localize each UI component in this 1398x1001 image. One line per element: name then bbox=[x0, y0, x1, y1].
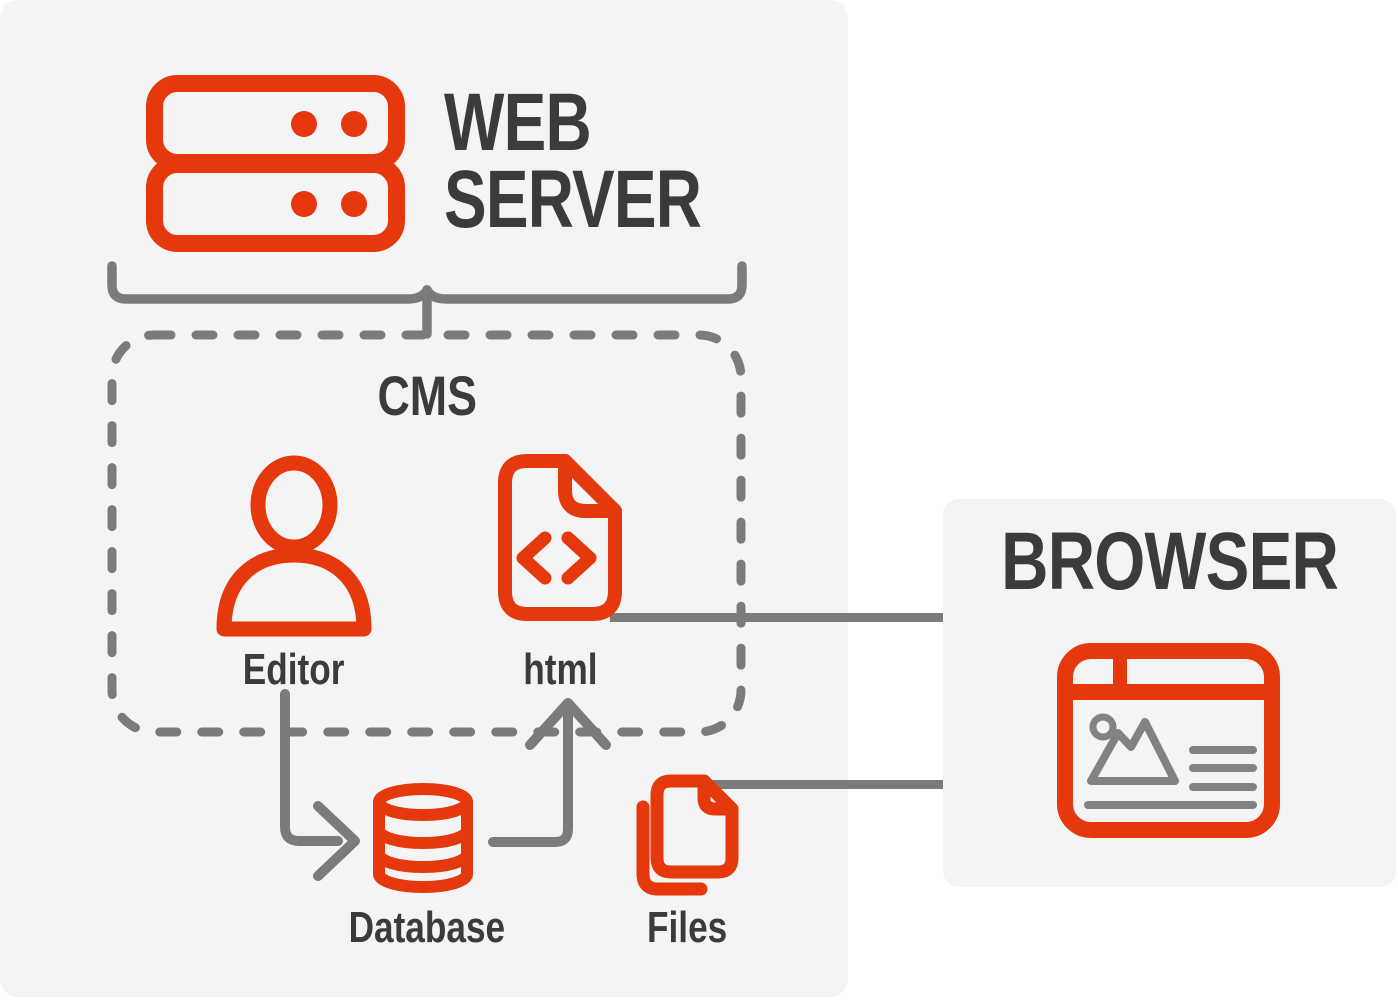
browser-window-icon bbox=[1057, 643, 1280, 838]
database-label: Database bbox=[348, 903, 506, 952]
person-icon bbox=[216, 455, 372, 637]
database-icon bbox=[373, 783, 473, 893]
cms-dashed-border bbox=[107, 330, 746, 737]
server-icon bbox=[146, 75, 405, 252]
line-html-to-browser bbox=[610, 613, 943, 622]
arrow-editor-to-database bbox=[280, 689, 360, 881]
browser-title: BROWSER bbox=[1001, 516, 1339, 607]
cms-label: CMS bbox=[377, 364, 477, 427]
brace-connector bbox=[107, 261, 747, 339]
arrow-database-to-html bbox=[488, 698, 611, 847]
line-files-to-browser bbox=[690, 780, 943, 789]
web-server-title-line2: SERVER bbox=[444, 154, 702, 245]
files-label: Files bbox=[646, 903, 728, 952]
files-icon bbox=[636, 774, 739, 896]
editor-label: Editor bbox=[243, 645, 345, 694]
web-server-title: WEB SERVER bbox=[444, 77, 774, 245]
html-label: html bbox=[522, 645, 598, 694]
web-server-title-line1: WEB bbox=[444, 77, 592, 168]
code-file-icon bbox=[498, 454, 622, 621]
